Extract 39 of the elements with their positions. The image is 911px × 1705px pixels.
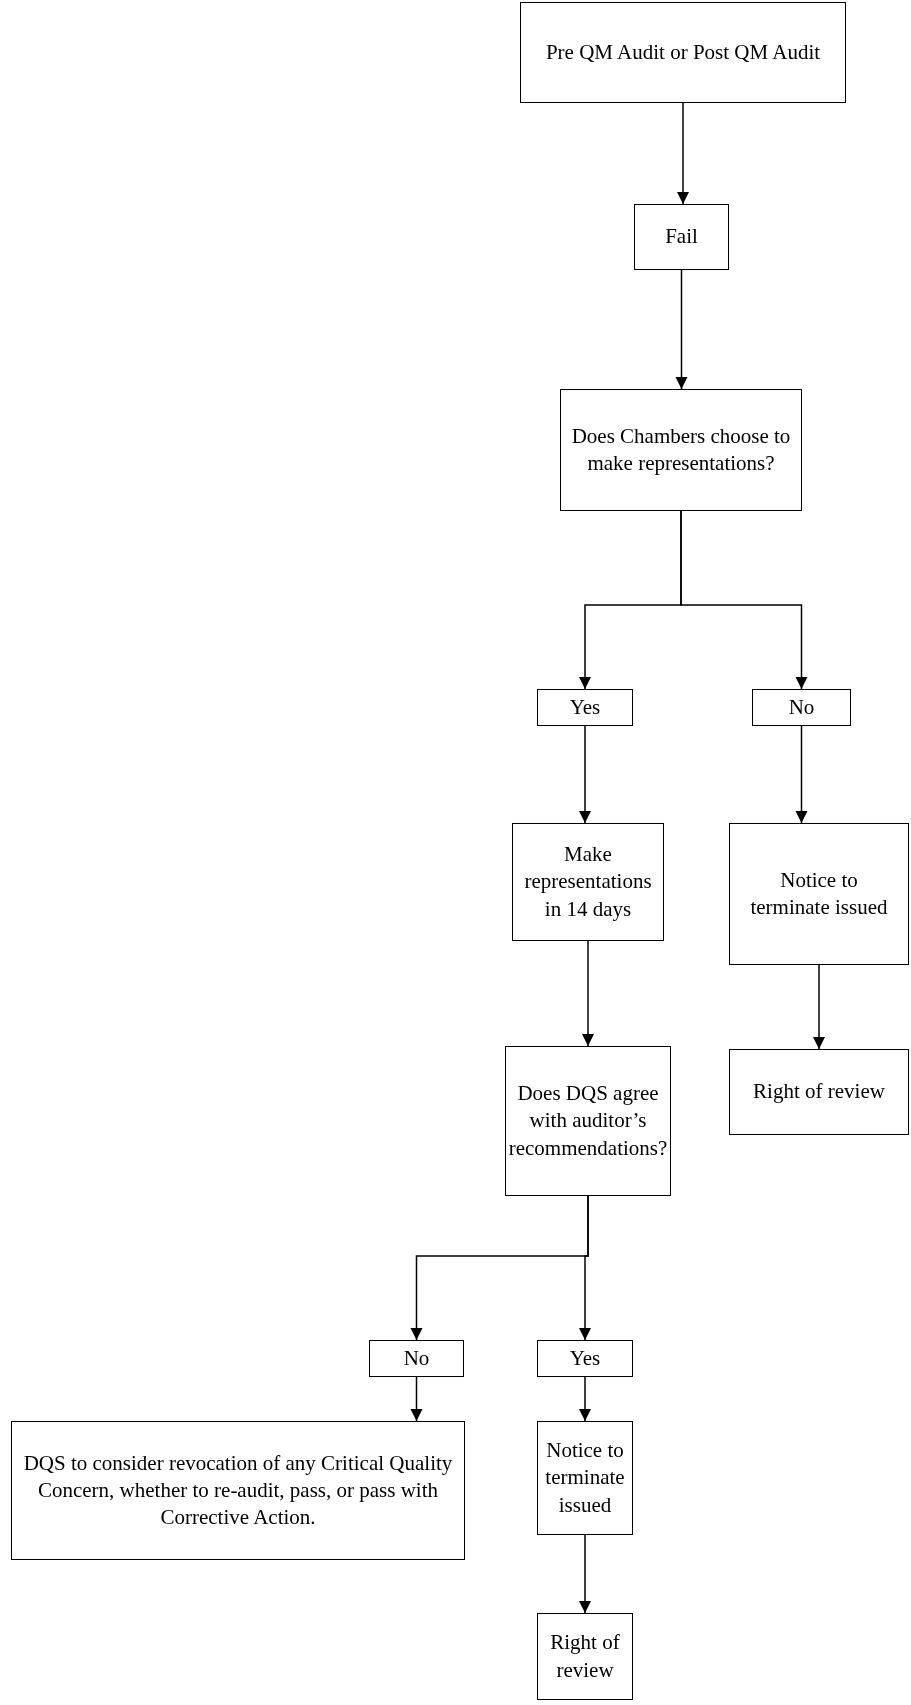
- arrow: [579, 1534, 591, 1614]
- box-label: Right of review: [753, 1078, 885, 1106]
- process-box: [634, 204, 729, 270]
- process-box: [537, 689, 633, 726]
- process-box: [537, 1613, 633, 1700]
- decision-box: [560, 389, 802, 511]
- process-box: [537, 1421, 633, 1535]
- process-box: [369, 1340, 464, 1377]
- process-box: [729, 1049, 909, 1135]
- box-label: Notice to terminate issued: [545, 1437, 625, 1519]
- process-box: [520, 2, 846, 103]
- box-label: Fail: [665, 223, 698, 251]
- box-label: No: [788, 693, 815, 721]
- arrow: [680, 510, 808, 690]
- box-label: Right of review: [549, 1629, 621, 1684]
- box-label: Notice to terminate issued: [749, 866, 889, 921]
- arrow: [795, 725, 808, 824]
- arrow: [579, 1195, 591, 1341]
- box-label: Yes: [569, 1344, 601, 1372]
- process-box: [512, 823, 664, 941]
- process-box: [752, 689, 851, 726]
- arrow: [579, 1376, 591, 1422]
- arrow: [675, 269, 688, 390]
- arrow: [579, 725, 591, 824]
- box-label: Yes: [569, 693, 601, 721]
- box-label: Make representations in 14 days: [523, 841, 653, 923]
- process-box: [729, 823, 909, 965]
- process-box: [11, 1421, 465, 1560]
- arrow: [813, 964, 825, 1050]
- box-label: No: [403, 1344, 430, 1372]
- decision-box: [505, 1046, 671, 1196]
- box-label: Pre QM Audit or Post QM Audit: [545, 38, 821, 66]
- box-label: Does Chambers choose to make representations?: [570, 422, 792, 477]
- arrow: [677, 102, 689, 205]
- arrow: [582, 940, 594, 1047]
- process-box: [537, 1340, 633, 1377]
- arrow: [410, 1376, 423, 1422]
- box-label: Does DQS agree with auditor’s recommendations?: [508, 1080, 668, 1162]
- box-label: DQS to consider revocation of any Critical Quality Concern, whether to re-audit, pass, or pass with Corrective Action.: [22, 1449, 454, 1532]
